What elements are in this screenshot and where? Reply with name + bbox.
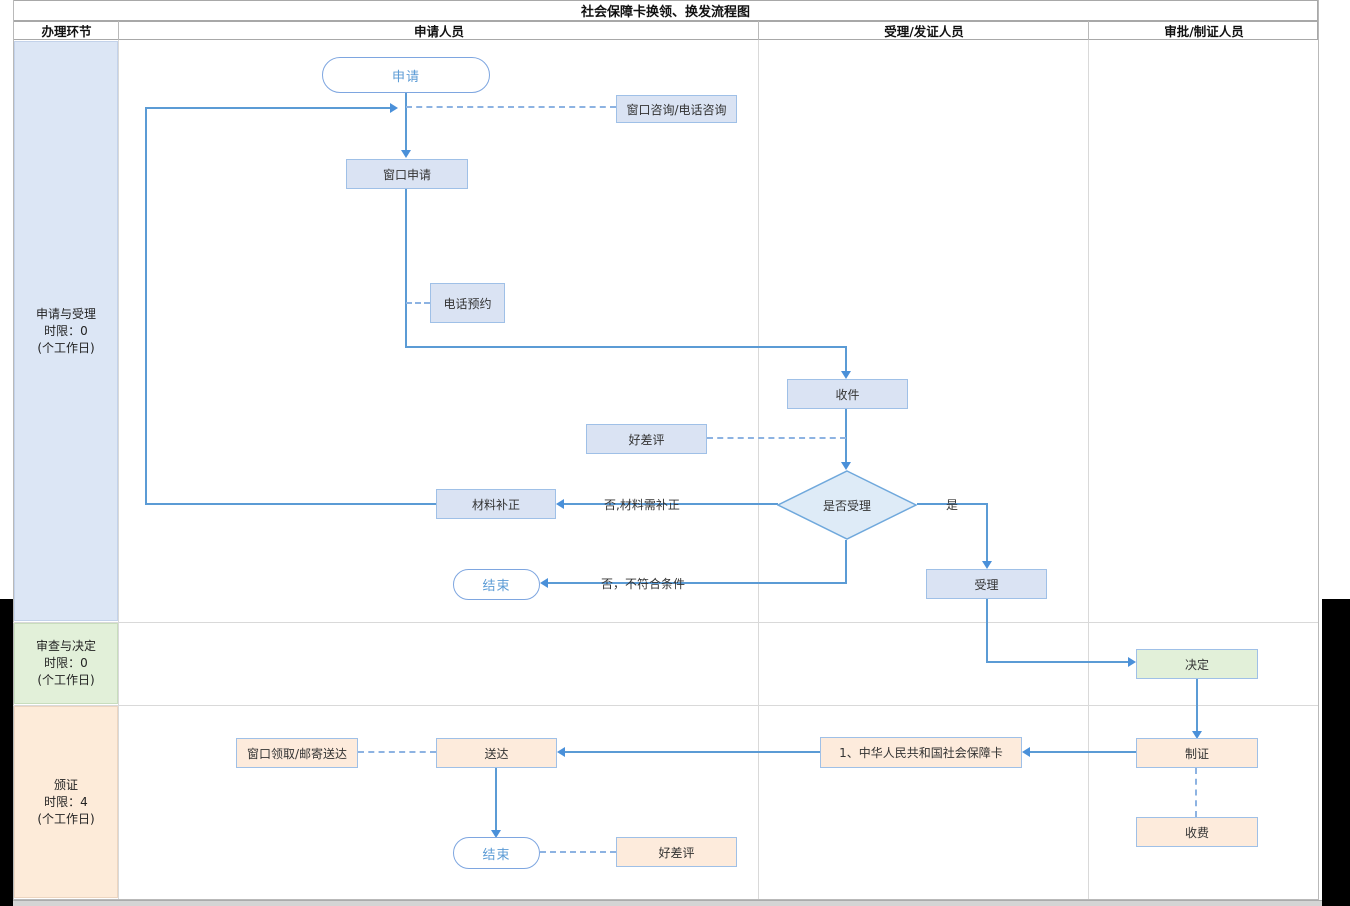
arrowhead xyxy=(1192,731,1202,739)
header-divider-1 xyxy=(118,21,119,40)
edge-label-no-reject: 否，不符合条件 xyxy=(601,577,686,591)
arrowhead xyxy=(1022,747,1030,757)
dashed-connector xyxy=(358,751,436,753)
node-end-bottom: 结束 xyxy=(453,837,540,869)
connector-line xyxy=(405,189,407,348)
dashed-connector xyxy=(1195,768,1197,817)
lane-name: 申请与受理 xyxy=(35,306,96,321)
connector-line xyxy=(1196,679,1198,733)
flowchart-title: 社会保障卡换领、换发流程图 xyxy=(13,0,1318,21)
header-divider-3 xyxy=(1088,21,1089,40)
arrowhead xyxy=(401,150,411,158)
diamond-label: 是否受理 xyxy=(822,498,871,513)
arrowhead xyxy=(556,499,564,509)
column-header-process-step: 办理环节 xyxy=(41,24,92,39)
lane-unit: (个工作日) xyxy=(37,340,95,355)
node-social-security-card: 1、中华人民共和国社会保障卡 xyxy=(820,737,1022,768)
lane-limit: 时限：0 xyxy=(44,656,88,670)
lane-label-issue: 颁证 时限：4 (个工作日) xyxy=(14,706,118,898)
edge-label-no-fix: 否,材料需补正 xyxy=(604,498,680,512)
table-border-bottom xyxy=(13,899,1319,900)
node-phone-appointment: 电话预约 xyxy=(430,283,505,323)
connector-line xyxy=(145,107,390,109)
node-receive: 收件 xyxy=(787,379,908,409)
arrowhead xyxy=(982,561,992,569)
arrowhead xyxy=(540,578,548,588)
node-charge-fee: 收费 xyxy=(1136,817,1258,847)
column-header-approver: 审批/制证人员 xyxy=(1164,24,1244,39)
node-make-card: 制证 xyxy=(1136,738,1258,768)
node-review-top: 好差评 xyxy=(586,424,707,454)
lane-name: 颁证 xyxy=(53,777,78,792)
edge-label-yes: 是 xyxy=(946,498,959,512)
table-border-left xyxy=(13,0,14,899)
lane-limit: 时限：4 xyxy=(44,794,88,809)
table-border-right xyxy=(1318,0,1319,899)
node-window-pickup: 窗口领取/邮寄送达 xyxy=(236,738,358,768)
column-divider-3 xyxy=(1088,40,1089,899)
dashed-connector xyxy=(406,302,430,304)
column-header-row: 办理环节 申请人员 受理/发证人员 审批/制证人员 xyxy=(13,21,1318,40)
offsheet-area-right xyxy=(1322,599,1350,906)
lane-unit: (个工作日) xyxy=(37,673,95,687)
dashed-connector xyxy=(406,106,616,108)
arrowhead xyxy=(841,462,851,470)
lane-label-review-decide: 审查与决定 时限：0 (个工作日) xyxy=(14,623,118,704)
connector-line xyxy=(145,503,436,505)
connector-line xyxy=(547,582,847,584)
connector-line xyxy=(1028,751,1136,753)
connector-line xyxy=(917,503,988,505)
row-divider-1 xyxy=(13,622,1318,623)
arrowhead xyxy=(491,830,501,838)
arrowhead xyxy=(841,371,851,379)
node-decide: 决定 xyxy=(1136,649,1258,679)
arrowhead xyxy=(390,103,398,113)
header-divider-2 xyxy=(758,21,759,40)
node-accept: 受理 xyxy=(926,569,1047,599)
connector-line xyxy=(563,751,820,753)
node-material-correction: 材料补正 xyxy=(436,489,556,519)
dashed-connector xyxy=(540,851,616,853)
node-window-consult: 窗口咨询/电话咨询 xyxy=(616,95,737,123)
dashed-connector xyxy=(707,437,846,439)
arrowhead xyxy=(1128,657,1136,667)
bottom-scroll-edge xyxy=(13,900,1322,906)
connector-line xyxy=(986,661,1130,663)
lane-label-apply-accept: 申请与受理 时限：0 (个工作日) xyxy=(14,41,118,621)
node-apply-start: 申请 xyxy=(322,57,490,93)
lane-limit: 时限：0 xyxy=(44,323,88,338)
connector-line xyxy=(845,346,847,373)
connector-line xyxy=(145,107,147,505)
diamond-shape xyxy=(776,470,918,540)
column-header-acceptor: 受理/发证人员 xyxy=(884,24,964,39)
connector-line xyxy=(562,503,778,505)
connector-line xyxy=(986,599,988,663)
connector-line xyxy=(845,409,847,463)
column-divider-1 xyxy=(118,40,119,899)
node-review-bottom: 好差评 xyxy=(616,837,737,867)
offsheet-area-left xyxy=(0,599,13,906)
connector-line xyxy=(405,93,407,150)
connector-line xyxy=(845,540,847,584)
arrowhead xyxy=(557,747,565,757)
connector-line xyxy=(405,346,847,348)
lane-name: 审查与决定 xyxy=(35,639,96,653)
node-end-top: 结束 xyxy=(453,569,540,600)
node-deliver: 送达 xyxy=(436,738,557,768)
lane-unit: (个工作日) xyxy=(37,811,95,826)
column-header-applicant: 申请人员 xyxy=(413,24,464,39)
node-accept-decision: 是否受理 xyxy=(776,470,918,540)
column-divider-2 xyxy=(758,40,759,899)
row-divider-2 xyxy=(13,705,1318,706)
connector-line xyxy=(495,768,497,832)
connector-line xyxy=(986,503,988,563)
node-window-apply: 窗口申请 xyxy=(346,159,468,189)
